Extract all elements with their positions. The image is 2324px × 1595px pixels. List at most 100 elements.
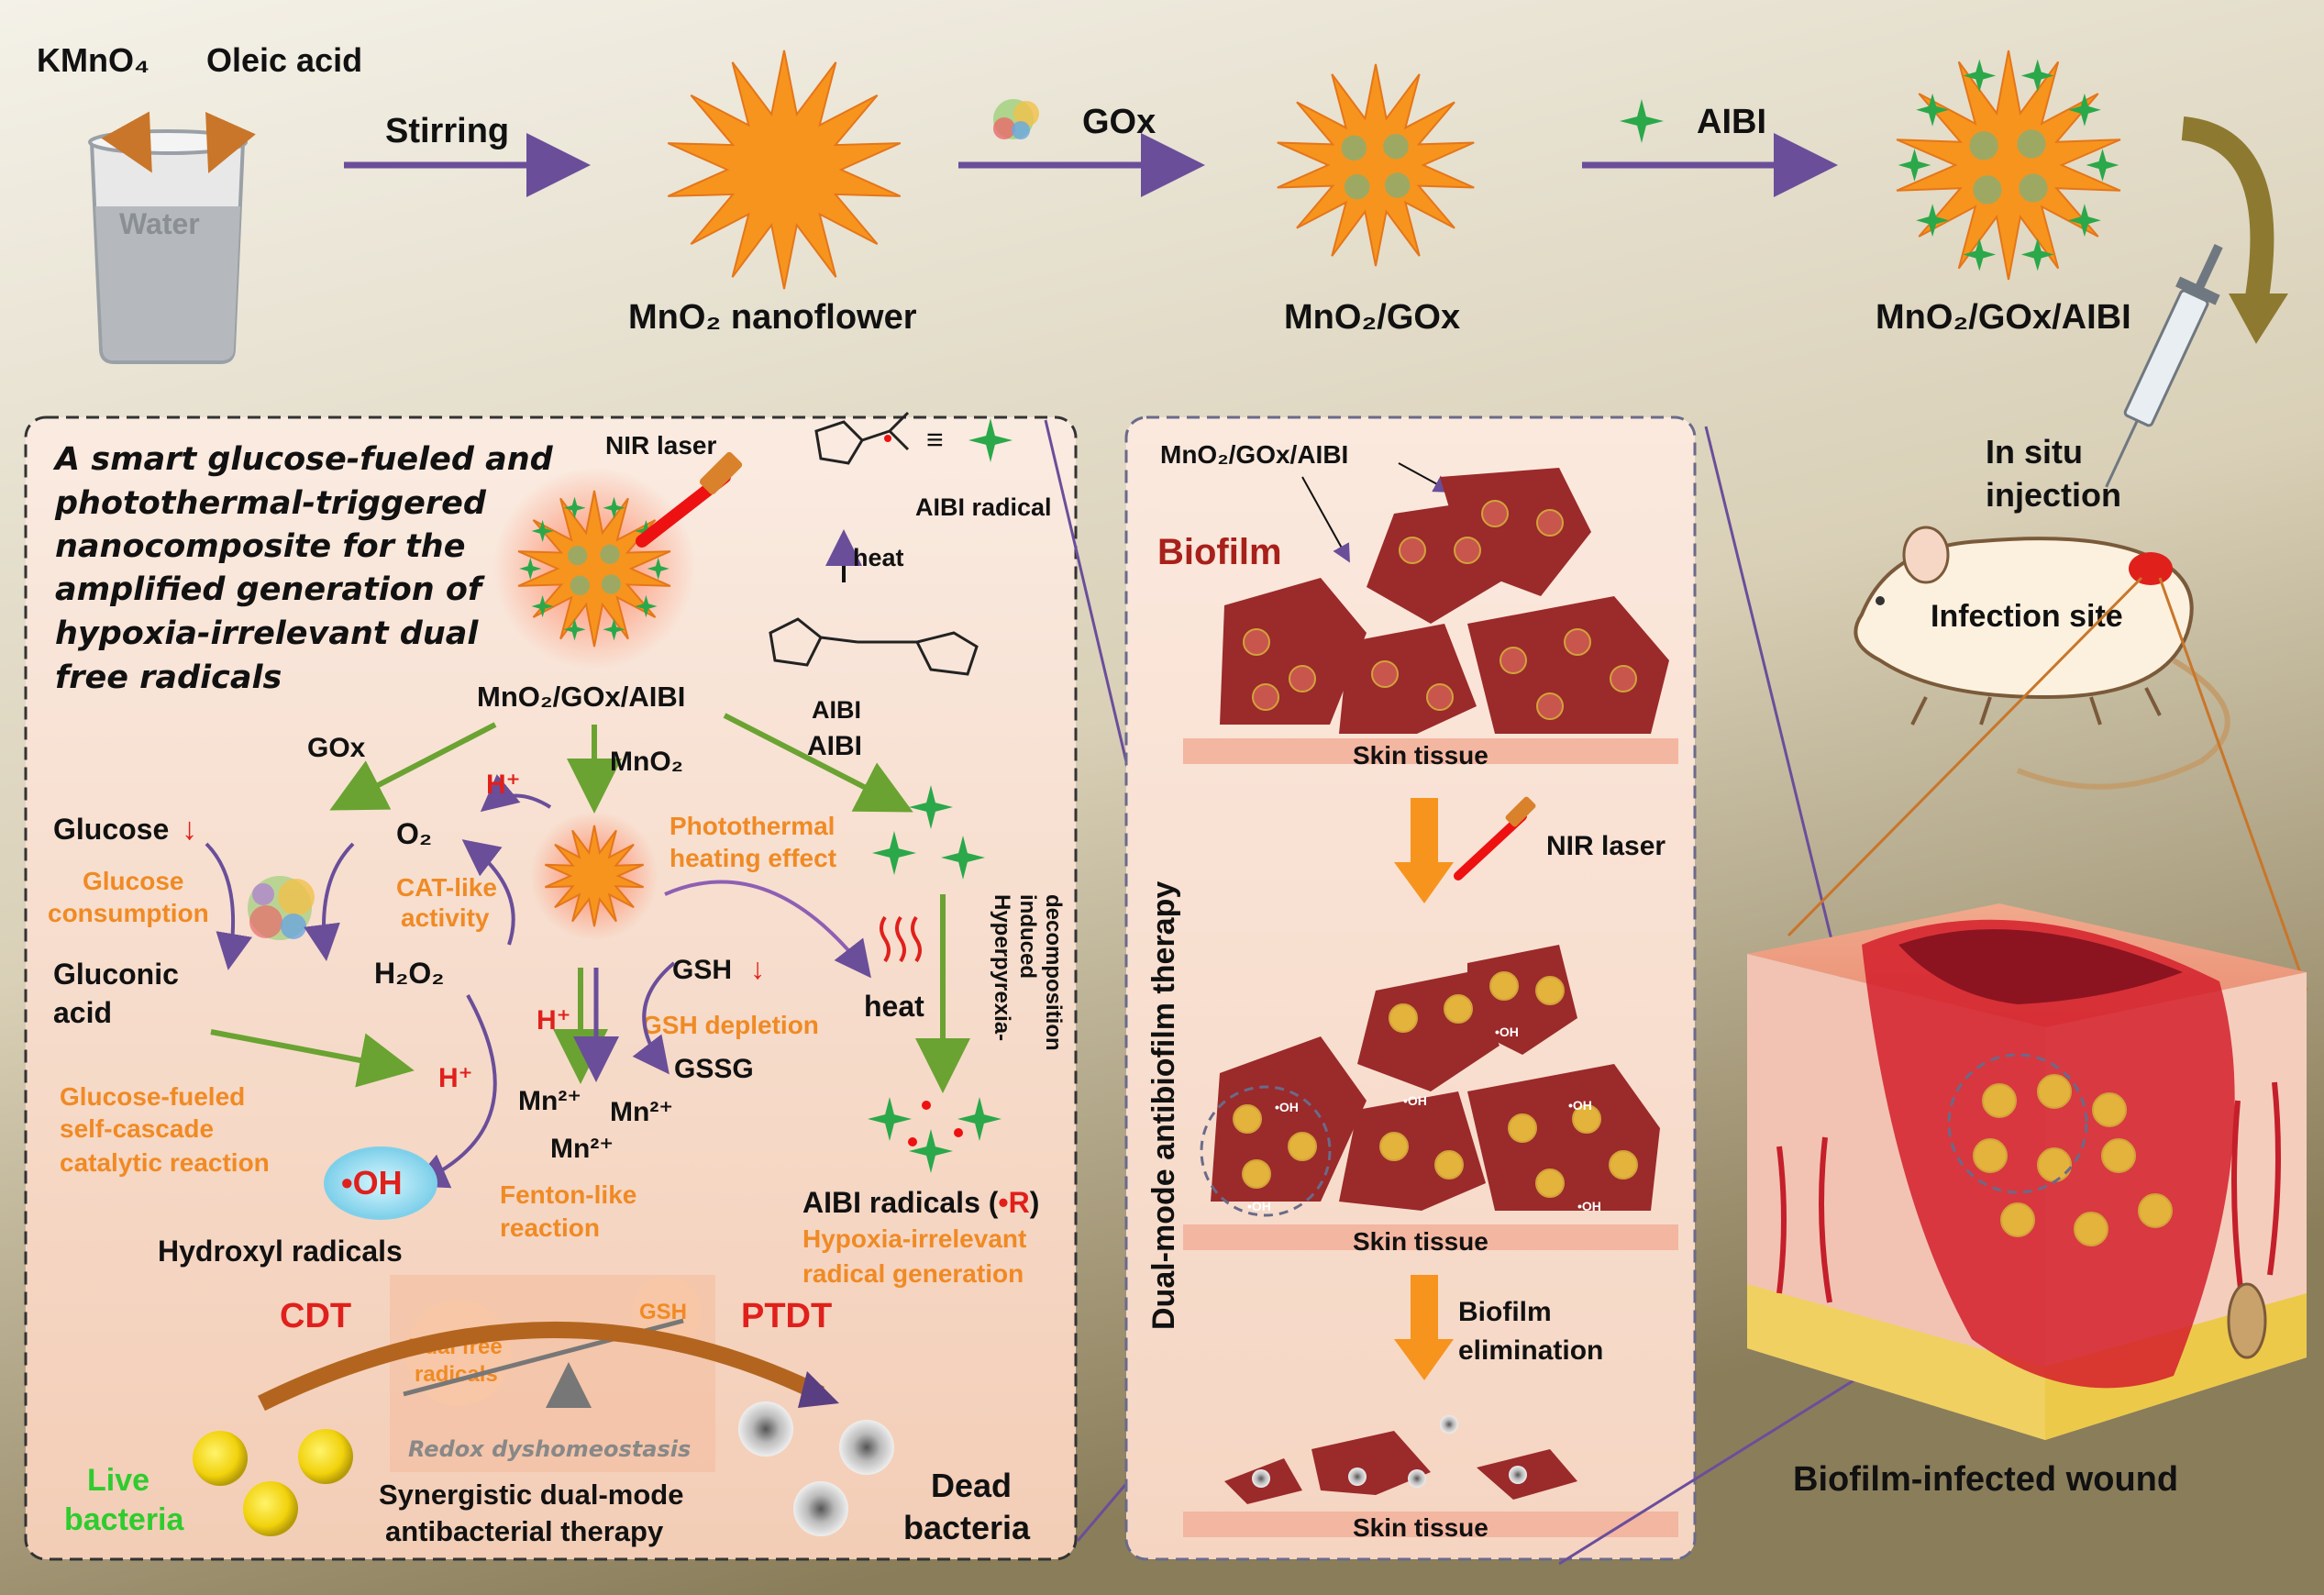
bacterium-cell [1426,683,1454,711]
cat-like-label: CAT-like [396,873,497,902]
aibi-radicals-label: AIBI radicals (•R) [802,1186,1039,1219]
nir-laser-label: NIR laser [605,431,716,460]
aibi-radical-icon [1620,99,1664,143]
photothermal-arrow [664,880,871,979]
fenton-label: Fenton-like [500,1180,636,1209]
dead-bacterium [1440,1415,1458,1434]
skin-tissue-label: Skin tissue [1353,1513,1488,1542]
aibi-label: AIBI [1697,103,1766,141]
injection-flow-arrow [2181,116,2274,305]
gssg-label: GSSG [674,1054,754,1084]
h-plus-label: H⁺ [537,1005,571,1036]
panel-title-line: hypoxia-irrelevant dual [55,615,479,652]
heat-arrow-label: heat [853,544,904,571]
bacterium-cell [2074,1212,2108,1246]
aibi-molecule-label: AIBI [812,696,861,724]
radical-dot [954,1128,963,1137]
gox-enzyme-dot [1341,135,1367,161]
blood-vessels [1776,1081,2281,1303]
mn2-label: Mn²⁺ [610,1097,673,1127]
bacterium-cell [1434,1150,1464,1180]
kmno4-label: KMnO₄ [37,41,149,79]
aibi-dot [603,618,625,641]
bacterium-cell [1508,1113,1537,1143]
mno2-gox-aibi-label: MnO₂/GOx/AIBI [1876,298,2131,337]
bacterium-cell [1233,1104,1262,1134]
nanocomposite-star [517,490,671,648]
oh-radical-small: •OH [1403,1093,1427,1108]
aibi-dot [1916,93,1949,127]
beaker [88,129,248,364]
bacterium-cell [1399,537,1426,564]
h2o2-to-oh-arrow [410,994,497,1189]
dead-bacterium [738,1401,793,1457]
aibi-dot [647,557,670,581]
aibi-dot [2068,204,2101,238]
dead-bacterium [1348,1468,1367,1486]
glucose-fueled-label: Glucose-fueled [60,1082,245,1111]
green-star-shape [909,785,953,829]
laser-down-arrow-head [1394,862,1454,903]
gox-enzyme-dot [1973,175,2002,205]
star-body [1896,50,2121,281]
mno2-nanoflower-star [667,50,902,290]
h-plus-label: H⁺ [438,1063,473,1093]
bacterium-cell [1609,1150,1638,1180]
aibi-dot [1963,238,1997,271]
oleic-arrow [205,111,256,173]
live-bacterium [243,1481,298,1536]
bacterium-cell [1454,537,1481,564]
hyperpyrexia-line: decomposition [1041,894,1066,1051]
h-plus-label: H⁺ [486,770,521,800]
wound-label: Biofilm-infected wound [1793,1460,2178,1499]
green-star-shape [909,1129,953,1173]
photothermal-label: heating effect [670,844,836,872]
aibi-radical-icon [868,1097,912,1141]
zoom-line [1787,576,2143,937]
bacterium-cell [2037,1074,2072,1109]
dead-bacterium [1252,1469,1270,1488]
bacterium-cell [1242,1159,1271,1189]
aibi-radical-icon [968,418,1013,462]
biofilm-label: Biofilm [1157,532,1282,572]
bacterium-cell [2037,1147,2072,1182]
aibi-radical-icon [941,836,985,880]
radical-dot [908,1137,917,1146]
hydroxyl-radicals-label: Hydroxyl radicals [158,1235,403,1268]
photothermal-label: Photothermal [670,812,835,840]
aibi-dot [1916,204,1949,238]
radical-dot [884,435,891,442]
oh-radical-small: •OH [1495,1025,1519,1039]
aibi-molecule-structure [769,617,979,676]
gox-enzyme-dot [570,575,590,595]
oh-radical-small: •OH [1568,1098,1592,1113]
gox-enzyme-dot [2017,129,2046,159]
live-bacteria-label: Live [87,1463,149,1498]
gox-enzyme-dot [601,574,621,594]
gsh-depletion-label: GSH depletion [642,1011,819,1039]
o2-label: O₂ [396,817,432,850]
skin-tissue-label: Skin tissue [1353,1227,1488,1256]
stirring-label: Stirring [385,112,509,150]
aibi-radical-icon [957,1097,1002,1141]
bacterium-cell [1288,1132,1317,1161]
aibi-dot [519,557,542,581]
aibi-dot [531,519,554,543]
aibi-branch-arrow [723,713,913,813]
oh-radical-small: •OH [1577,1199,1601,1213]
bacterium-cell [1536,692,1564,720]
gox-enzyme-dot [1969,131,1998,161]
aibi-dot [635,594,658,618]
green-star-shape [957,1097,1002,1141]
seesaw-pivot [546,1362,592,1408]
bacterium-cell [1536,509,1564,537]
aibi-radical-label: AIBI radical [915,493,1052,521]
bacterium-cell [1500,647,1527,674]
bacterium-cell [1389,1003,1418,1033]
biofilm-cells [1233,971,1638,1198]
redox-label: Redox dyshomeostasis [408,1436,691,1462]
elimination-label: elimination [1458,1335,1603,1366]
infection-site-label: Infection site [1931,599,2123,634]
heat-waves-icon [880,915,922,963]
gox-enzyme-dot [1384,172,1411,198]
